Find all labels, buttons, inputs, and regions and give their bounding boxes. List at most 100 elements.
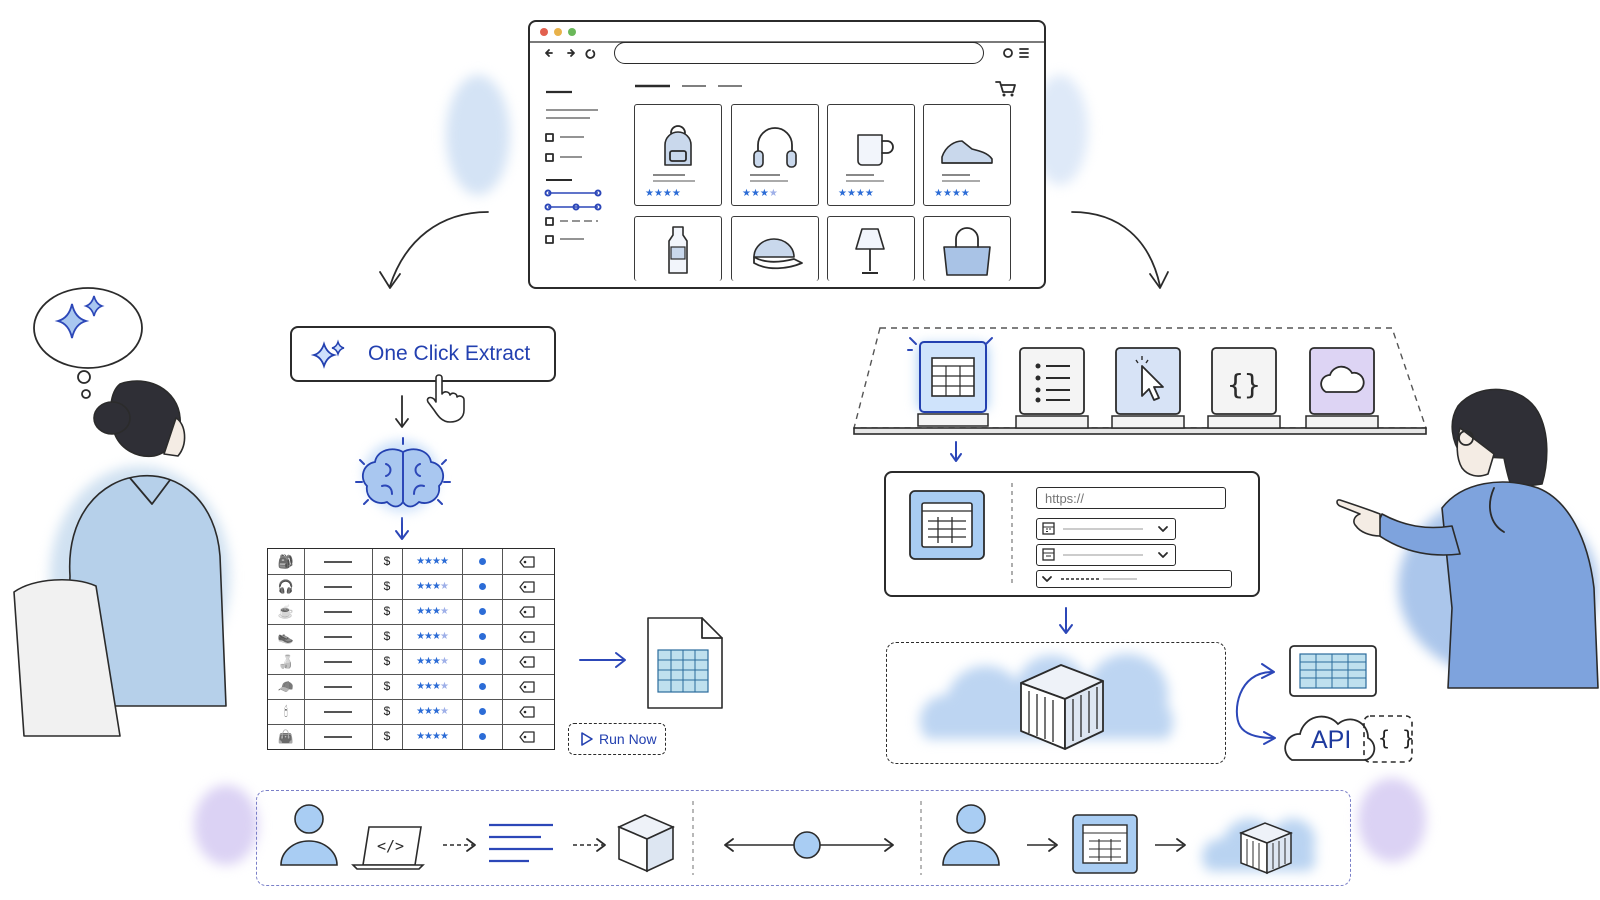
backpack-icon: 🎒: [268, 549, 305, 574]
product-card[interactable]: ★★★★: [634, 104, 722, 206]
price-cell: $: [372, 624, 403, 649]
name-cell: [304, 699, 373, 724]
schedule-select[interactable]: [1036, 544, 1176, 566]
product-card[interactable]: [827, 216, 915, 281]
date-select[interactable]: [1036, 518, 1176, 540]
price-cell: $: [372, 599, 403, 624]
shelf-tile-cursor[interactable]: [1111, 346, 1186, 430]
handbag-icon: [943, 227, 991, 276]
scraper-config-panel: [884, 471, 1260, 597]
spreadsheet-icon: [907, 337, 993, 427]
one-click-extract-button[interactable]: One Click Extract: [290, 326, 556, 382]
headphones-icon: ★★★★: [742, 127, 797, 199]
name-cell: [304, 724, 373, 749]
rating-cell: ★★★★: [402, 724, 463, 749]
tag-icon: [502, 699, 552, 724]
backpack-icon: ★★★★: [645, 125, 695, 199]
tag-icon: [502, 649, 552, 674]
name-cell: [304, 674, 373, 699]
sparkle-icon: [54, 295, 105, 339]
price-cell: $: [372, 549, 403, 574]
browser-content: [544, 81, 1016, 244]
status-dot: [462, 574, 503, 599]
tag-icon: [502, 674, 552, 699]
tag-icon: [502, 724, 552, 749]
svg-text:★★★★: ★★★★: [645, 188, 681, 199]
person-icon: [942, 804, 1000, 866]
cloud-icon: [1305, 347, 1379, 429]
product-card[interactable]: ★★★★: [923, 104, 1011, 206]
api-cloud-icon: [1284, 715, 1413, 763]
hand-pointer-icon: [426, 374, 465, 423]
rating-cell: ★★★★: [402, 574, 463, 599]
headphones-icon: 🎧: [268, 574, 305, 599]
product-card[interactable]: [634, 216, 722, 281]
shelf-tile-table[interactable]: [907, 337, 993, 428]
name-cell: [304, 549, 373, 574]
price-cell: $: [372, 674, 403, 699]
name-cell: [304, 574, 373, 599]
sneaker-icon: 👟: [268, 624, 305, 649]
table-row: ☕ $★★★★: [268, 599, 554, 625]
run-now-label: Run Now: [599, 731, 657, 747]
bottle-icon: [668, 226, 688, 274]
container-icon: [1201, 818, 1316, 875]
table-row: 🎒 $★★★★: [268, 549, 554, 575]
table-row: 🕯$★★★★: [268, 699, 554, 725]
name-cell: [304, 624, 373, 649]
svg-text:</>: </>: [377, 837, 404, 855]
name-cell: [304, 649, 373, 674]
play-icon: [581, 732, 593, 746]
pipeline-strip: </>: [256, 790, 1351, 886]
svg-text:★★★★: ★★★★: [934, 188, 970, 199]
calendar-icon: [1042, 548, 1168, 561]
svg-text:★★★★: ★★★★: [838, 188, 874, 199]
laptop-code-icon: </>: [351, 826, 425, 870]
run-now-button[interactable]: Run Now: [568, 723, 666, 755]
rating-cell: ★★★★: [402, 599, 463, 624]
table-row: 👜 $★★★★: [268, 724, 554, 749]
pipeline-icons: </>: [280, 801, 1316, 875]
code-braces-icon: {}: [1207, 347, 1281, 429]
tag-icon: [502, 574, 552, 599]
shelf-tile-list[interactable]: [1015, 346, 1090, 430]
handbag-icon: 👜: [268, 724, 305, 749]
status-dot: [462, 549, 503, 574]
shelf-tile-cloud[interactable]: [1305, 346, 1380, 430]
svg-text:{}: {}: [1227, 368, 1261, 401]
mug-icon: ☕: [268, 599, 305, 624]
cursor-icon: [1111, 347, 1185, 429]
sparkle-icon: [310, 339, 345, 369]
address-bar[interactable]: [614, 42, 984, 64]
tag-icon: [502, 599, 552, 624]
calendar-icon: [1042, 522, 1168, 535]
lamp-icon: [855, 228, 885, 274]
cap-icon: [753, 238, 803, 270]
product-card[interactable]: [731, 216, 819, 281]
status-dot: [462, 724, 503, 749]
chevron-down-icon: [1042, 576, 1137, 582]
cap-icon: 🧢: [268, 674, 305, 699]
price-cell: $: [372, 649, 403, 674]
status-dot: [462, 699, 503, 724]
price-cell: $: [372, 574, 403, 599]
rating-cell: ★★★★: [402, 549, 463, 574]
product-card[interactable]: [923, 216, 1011, 281]
shelf-tile-code[interactable]: {}: [1207, 346, 1282, 430]
spreadsheet-file-icon: [647, 617, 723, 709]
options-select[interactable]: [1036, 570, 1232, 588]
name-cell: [304, 599, 373, 624]
sneaker-icon: ★★★★: [934, 140, 993, 199]
rating-cell: ★★★★: [402, 674, 463, 699]
rating-cell: ★★★★: [402, 699, 463, 724]
browser-window: ★★★★ ★★★★ ★★★★ ★★★★: [528, 20, 1046, 289]
product-card[interactable]: ★★★★: [731, 104, 819, 206]
extracted-data-table: 🎒$★★★★🎧$★★★★☕$★★★★👟$★★★★🍶$★★★★🧢$★★★★🕯$★★…: [267, 548, 555, 750]
url-input[interactable]: [1036, 487, 1226, 509]
mug-icon: ★★★★: [838, 134, 894, 199]
svg-text:★★★★: ★★★★: [742, 188, 778, 199]
product-card[interactable]: ★★★★: [827, 104, 915, 206]
person-right-illustration: [1336, 388, 1599, 689]
price-cell: $: [372, 724, 403, 749]
table-row: 🍶$★★★★: [268, 649, 554, 675]
